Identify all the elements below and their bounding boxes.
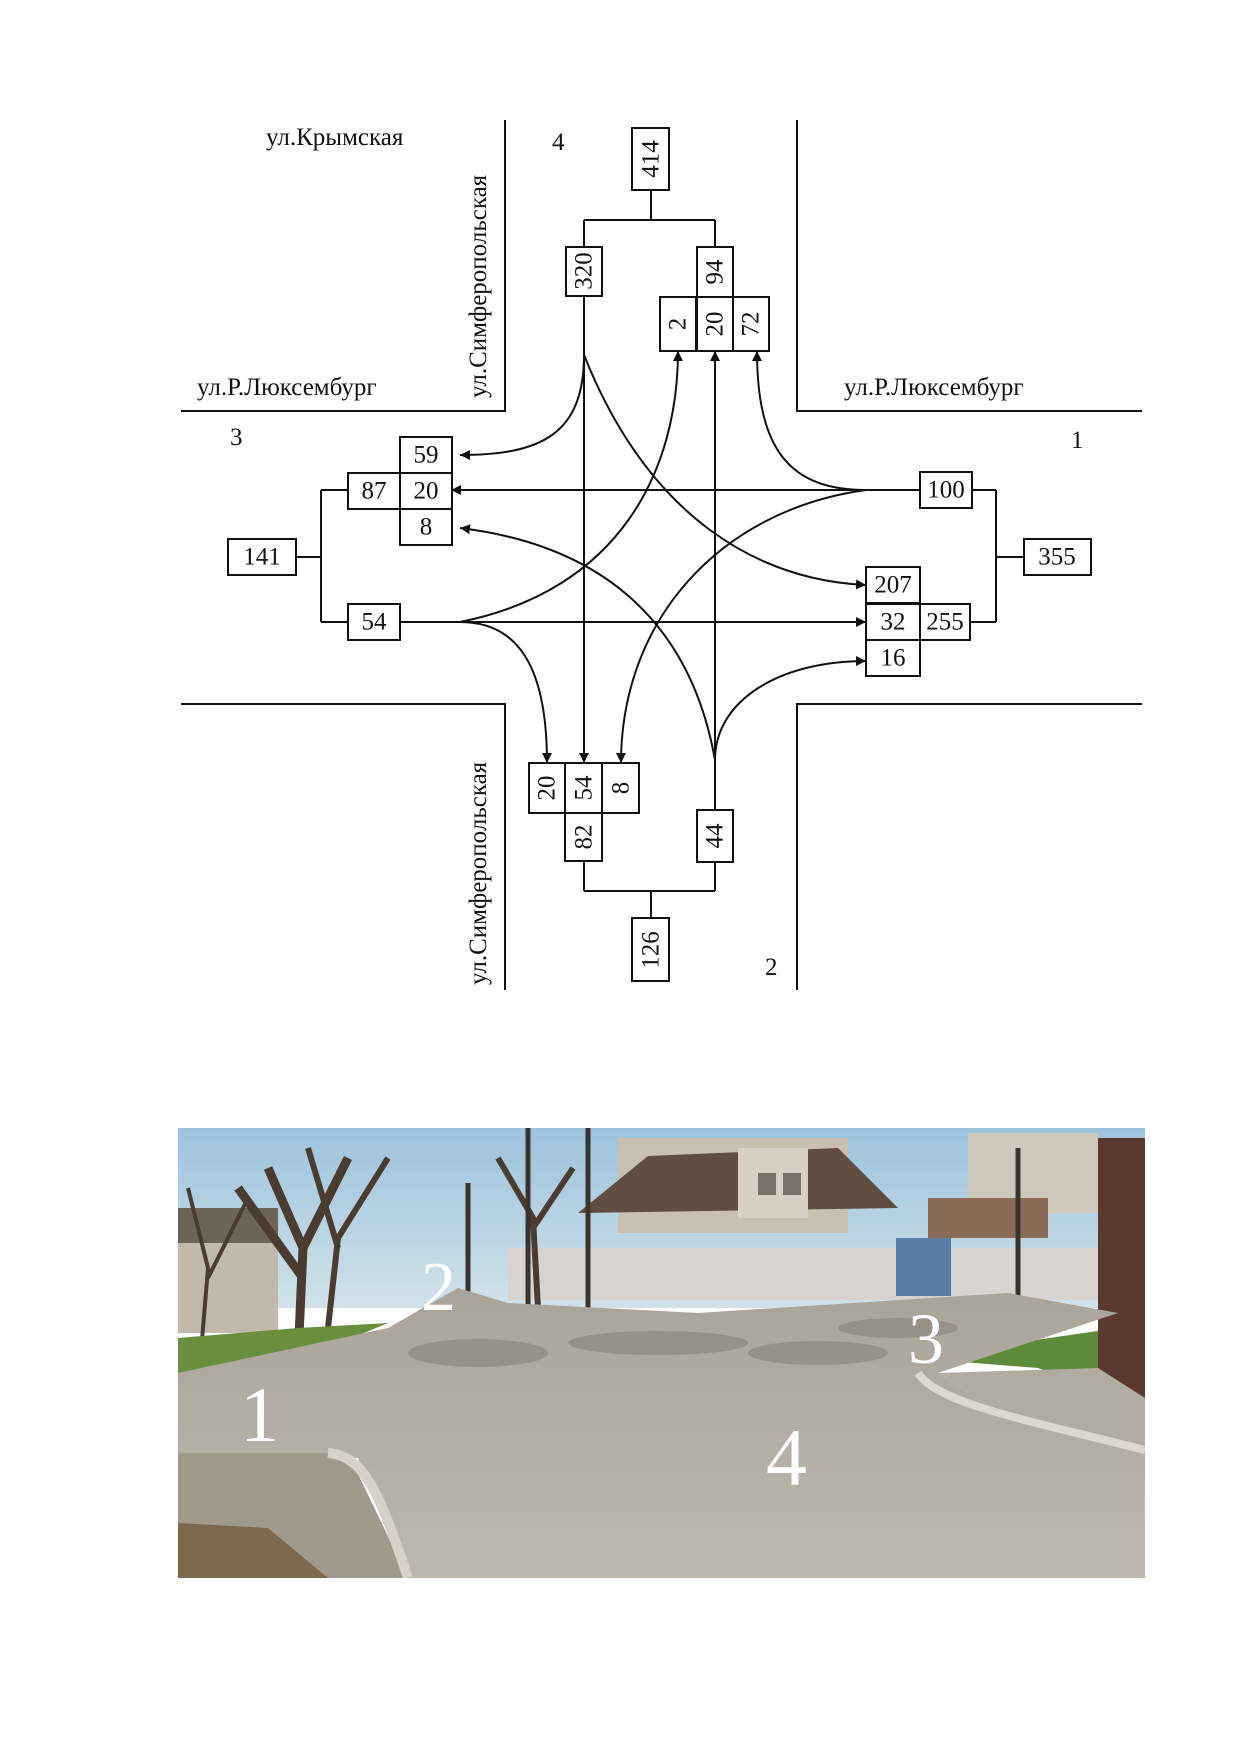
north-exit-part-value-2: 20 bbox=[702, 312, 729, 337]
approach-number-west: 3 bbox=[230, 424, 243, 451]
south-exit-part-value-2: 54 bbox=[571, 775, 598, 801]
east-exit-part-box-3 bbox=[865, 639, 921, 677]
road-edge-sw bbox=[181, 703, 506, 990]
photo-grass-right bbox=[913, 1328, 1145, 1408]
approach-number-east: 1 bbox=[1071, 427, 1084, 454]
north-exit-part-box-1 bbox=[659, 296, 697, 352]
photo-curb-right bbox=[914, 1370, 1145, 1454]
west-entering-box bbox=[347, 603, 401, 641]
west-exiting-total-box bbox=[347, 472, 401, 510]
road-edge-ne bbox=[796, 120, 1142, 412]
east-exit-part-value-3: 16 bbox=[881, 645, 906, 672]
photo-fence bbox=[508, 1248, 1128, 1300]
photo-sidewalk-right bbox=[938, 1368, 1145, 1448]
west-exit-part-value-3: 8 bbox=[420, 514, 433, 541]
west-exit-part-box-1 bbox=[399, 436, 453, 474]
west-exit-part-value-1: 59 bbox=[414, 442, 439, 469]
east-entering-box bbox=[919, 471, 973, 509]
south-total-value: 126 bbox=[638, 931, 665, 969]
road-edges bbox=[181, 120, 1142, 990]
south-exit-part-value-3: 8 bbox=[608, 782, 635, 795]
east-exit-part-value-1: 207 bbox=[874, 572, 912, 599]
north-exiting-total-box bbox=[696, 246, 734, 298]
flow-south-right-to-east bbox=[714, 656, 867, 761]
east-total-value: 355 bbox=[1038, 544, 1076, 571]
street-label-simferopolskaya-south: ул.Симферопольская bbox=[465, 761, 492, 985]
photo-road-patches bbox=[408, 1318, 958, 1367]
west-total-box bbox=[227, 538, 297, 576]
north-exit-part-value-1: 2 bbox=[665, 318, 692, 331]
south-exiting-total-value: 82 bbox=[571, 825, 598, 850]
north-entering-box bbox=[565, 246, 603, 297]
photo-poles bbox=[465, 1128, 1021, 1318]
east-entering-value: 100 bbox=[927, 477, 965, 504]
west-total-value: 141 bbox=[243, 544, 281, 571]
north-total-value: 414 bbox=[638, 140, 665, 178]
south-entering-box bbox=[696, 809, 734, 863]
flow-west-left-to-north bbox=[459, 350, 683, 623]
south-exit-part-box-3 bbox=[601, 762, 640, 814]
road-edge-nw bbox=[181, 120, 506, 412]
intersection-diagram: ул.Крымская ул.Симферопольская ул.Р.Люкс… bbox=[181, 120, 1142, 990]
approach-number-south: 2 bbox=[765, 954, 778, 981]
approach-number-north: 4 bbox=[552, 129, 565, 156]
photo-label-1: 1 bbox=[240, 1371, 279, 1458]
photo-ground-left bbox=[178, 1523, 328, 1578]
photo-gate bbox=[896, 1238, 951, 1296]
turning-flows bbox=[459, 350, 867, 764]
street-label-luxemburg-west: ул.Р.Люксембург bbox=[197, 374, 377, 401]
photo-label-4: 4 bbox=[766, 1412, 807, 1503]
north-exit-part-box-3 bbox=[732, 296, 770, 352]
street-label-luxemburg-east: ул.Р.Люксембург bbox=[844, 374, 1024, 401]
flow-west-right-to-south bbox=[459, 621, 552, 764]
street-label-simferopolskaya-north: ул.Симферопольская bbox=[465, 174, 492, 398]
north-total-box bbox=[631, 127, 670, 191]
flow-east-left-to-south bbox=[616, 489, 867, 764]
street-label-krymskaya: ул.Крымская bbox=[266, 124, 404, 151]
west-entering-value: 54 bbox=[362, 609, 388, 636]
photo-label-3: 3 bbox=[908, 1299, 944, 1379]
south-exit-part-value-1: 20 bbox=[534, 776, 561, 801]
north-exit-part-value-3: 72 bbox=[738, 312, 765, 337]
east-exit-part-box-1 bbox=[865, 566, 921, 604]
south-entering-value: 44 bbox=[702, 823, 729, 849]
photo-right-wall bbox=[1098, 1138, 1145, 1408]
east-exit-part-value-2: 32 bbox=[881, 609, 906, 636]
east-exiting-total-box bbox=[919, 603, 971, 641]
east-exiting-total-value: 255 bbox=[926, 609, 964, 636]
road-edge-se bbox=[796, 703, 1142, 990]
flow-north-left-to-east bbox=[583, 354, 867, 590]
photo-buildings bbox=[178, 1133, 1098, 1333]
intersection-photo: 1 2 3 4 bbox=[178, 1128, 1145, 1578]
south-total-box bbox=[631, 917, 670, 982]
connector-lines bbox=[277, 190, 1024, 918]
flow-east-right-to-north bbox=[752, 350, 867, 491]
photo-label-2: 2 bbox=[421, 1249, 456, 1326]
north-entering-value: 320 bbox=[571, 252, 598, 290]
north-exit-part-box-2 bbox=[696, 296, 734, 352]
west-exit-part-value-2: 20 bbox=[414, 478, 439, 505]
west-exit-part-box-3 bbox=[399, 508, 453, 546]
straight-flows bbox=[400, 296, 920, 810]
north-exiting-total-value: 94 bbox=[702, 259, 729, 285]
south-exiting-total-box bbox=[564, 812, 603, 862]
west-exiting-total-value: 87 bbox=[362, 478, 387, 505]
flow-north-right-to-west bbox=[459, 354, 585, 460]
photo-curb-left bbox=[327, 1448, 413, 1578]
east-total-box bbox=[1023, 538, 1092, 576]
flow-south-left-to-west bbox=[459, 524, 716, 761]
